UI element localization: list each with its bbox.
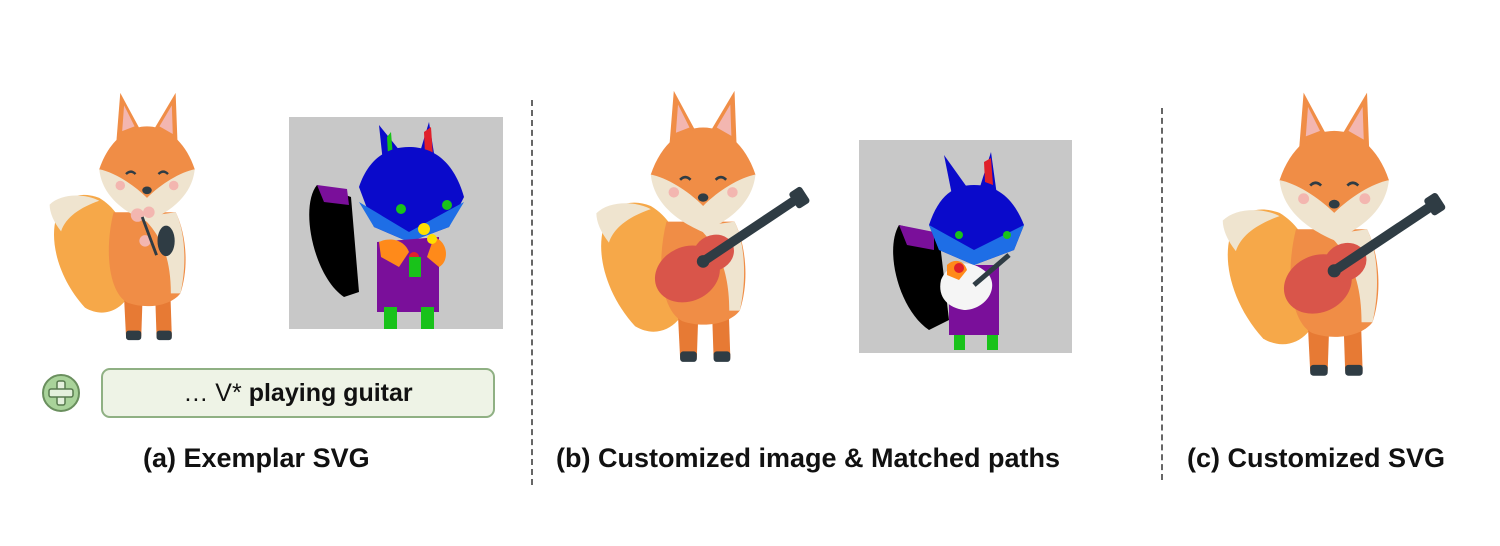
caption-exemplar-svg: (a) Exemplar SVG xyxy=(143,443,370,473)
caption-customized-svg: (c) Customized SVG xyxy=(1187,443,1446,473)
customized-svg-fox xyxy=(1221,91,1449,378)
prompt-prefix: … V* xyxy=(183,378,242,407)
panel-divider xyxy=(1161,108,1163,480)
matched-paths-segmentation-map xyxy=(859,140,1072,353)
exemplar-fox-illustration xyxy=(48,91,196,342)
plus-icon xyxy=(42,374,80,412)
customized-fox-image xyxy=(595,89,813,364)
caption-customized-image-matched-paths: (b) Customized image & Matched paths xyxy=(556,443,1061,473)
text-prompt-box: … V* playing guitar xyxy=(101,368,495,418)
panel-divider xyxy=(531,100,533,485)
prompt-emphasis: playing guitar xyxy=(248,378,413,407)
exemplar-segmentation-map xyxy=(289,117,503,329)
